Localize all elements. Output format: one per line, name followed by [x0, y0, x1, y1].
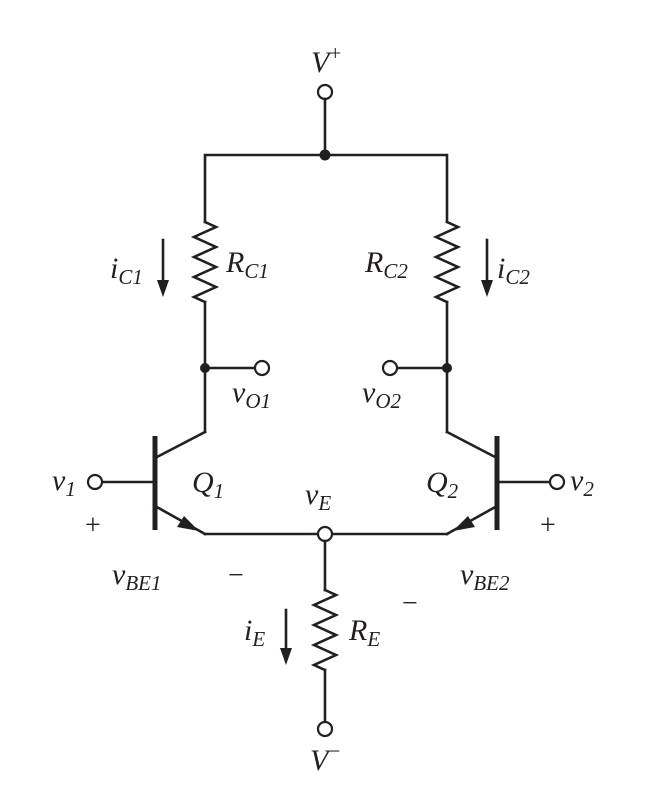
v-plus-sup: + [329, 41, 341, 65]
v2-label: v2 [570, 464, 594, 501]
vo2-terminal[interactable] [381, 359, 399, 377]
rc1-label: RC1 [225, 246, 269, 283]
resistor-rc2 [432, 220, 462, 304]
vo2-label: vO2 [362, 376, 401, 413]
vo1-base: v [232, 376, 246, 409]
transistor-q2 [445, 436, 566, 536]
vbe1-sub: BE1 [125, 571, 161, 595]
ic1-base: i [110, 252, 118, 285]
vo2-base: v [362, 376, 376, 409]
transistor-q1 [86, 436, 207, 536]
re-base: R [348, 614, 367, 647]
current-arrows [157, 238, 493, 665]
resistor-rc1 [190, 220, 220, 304]
collector-wiring [153, 300, 499, 460]
q2-base: Q [426, 466, 448, 499]
ve-sub: E [317, 491, 331, 515]
vbe1-label: vBE1 [112, 558, 161, 595]
v1-terminal[interactable] [86, 473, 104, 491]
vbe2-minus-sign: − [402, 588, 418, 619]
top-junction-dot [319, 149, 331, 161]
rc2-label: RC2 [364, 246, 408, 283]
ie-base: i [244, 614, 252, 647]
ie-sub: E [251, 627, 265, 651]
ie-arrow-head [280, 648, 292, 665]
q1-base: Q [192, 466, 214, 499]
rc1-base: R [225, 246, 244, 279]
rc2-base: R [364, 246, 383, 279]
ve-base: v [305, 478, 319, 511]
vbe2-base: v [460, 558, 474, 591]
v1-label: v1 [52, 464, 76, 501]
v-minus-base: V [310, 744, 332, 777]
ie-label: iE [244, 614, 265, 651]
q1-collector-lead [153, 430, 207, 460]
vo1-sub: O1 [245, 389, 271, 413]
top-supply-wiring [203, 83, 449, 224]
ic2-label: iC2 [497, 252, 530, 289]
v-minus-sup: − [328, 739, 340, 763]
q1-label: Q1 [192, 466, 224, 503]
ic2-base: i [497, 252, 505, 285]
vo2-sub: O2 [375, 389, 401, 413]
q1-emitter-arrow [177, 516, 199, 531]
v-minus-label: V− [310, 739, 340, 777]
ve-label: vE [305, 478, 331, 515]
vbe2-label: vBE2 [460, 558, 510, 595]
v1-sub: 1 [65, 477, 76, 501]
vbe1-plus-sign: + [85, 510, 101, 541]
q2-emitter-arrow [453, 516, 475, 531]
re-label: RE [348, 614, 380, 651]
ic2-arrow-head [481, 280, 493, 297]
vbe1-base: v [112, 558, 126, 591]
vbe2-plus-sign: + [540, 510, 556, 541]
q1-sub: 1 [214, 479, 225, 503]
vo1-terminal[interactable] [253, 359, 271, 377]
emitter-node-wiring [203, 525, 449, 738]
resistor-re [310, 588, 340, 672]
ic1-sub: C1 [118, 265, 143, 289]
v2-sub: 2 [583, 477, 594, 501]
v-minus-terminal[interactable] [316, 720, 334, 738]
ic1-arrow-head [157, 280, 169, 297]
v1-base: v [52, 464, 66, 497]
v-plus-label: V+ [311, 41, 341, 79]
vbe2-sub: BE2 [473, 571, 510, 595]
q2-sub: 2 [448, 479, 459, 503]
v2-base: v [570, 464, 584, 497]
v-plus-base: V [311, 46, 333, 79]
re-sub: E [366, 627, 380, 651]
rc2-sub: C2 [383, 259, 408, 283]
ic2-sub: C2 [505, 265, 530, 289]
v-plus-terminal[interactable] [316, 83, 334, 101]
v2-terminal[interactable] [548, 473, 566, 491]
vbe1-minus-sign: − [228, 560, 244, 591]
vo1-label: vO1 [232, 376, 271, 413]
rc1-sub: C1 [244, 259, 269, 283]
q2-label: Q2 [426, 466, 459, 503]
top-rail [203, 153, 449, 224]
ve-node-terminal[interactable] [316, 525, 334, 543]
ic1-label: iC1 [110, 252, 143, 289]
q2-collector-lead [445, 430, 499, 460]
